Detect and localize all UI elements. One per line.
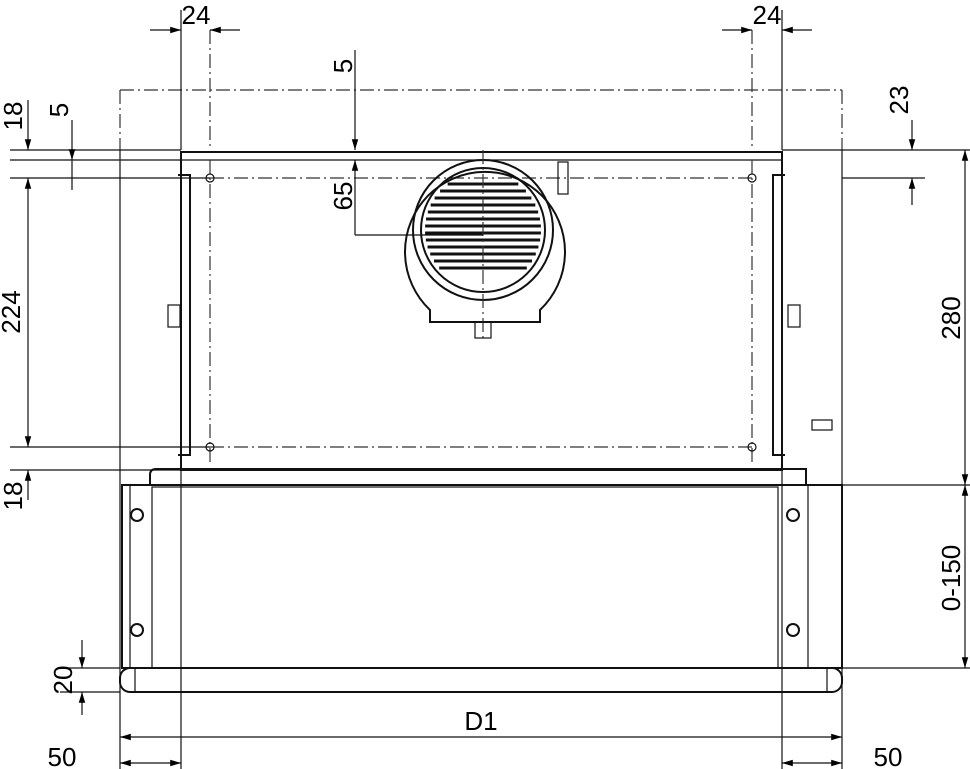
telescopic-drawer xyxy=(119,468,843,693)
dim-bottom-left-50: 50 xyxy=(48,742,77,769)
front-panel xyxy=(119,667,843,693)
fan-motor xyxy=(404,150,566,340)
dim-front-20: 20 xyxy=(48,666,78,695)
dim-left-top-18: 18 xyxy=(0,102,28,131)
dim-top-gap-5: 5 xyxy=(328,59,358,73)
dim-fan-65: 65 xyxy=(328,182,358,211)
dim-width-d1: D1 xyxy=(464,706,497,736)
dim-left-bottom-18: 18 xyxy=(0,482,28,511)
cabinet-outline xyxy=(119,30,843,150)
dim-right-top-23: 23 xyxy=(884,86,914,115)
dimension-lines xyxy=(10,10,970,769)
dim-bottom-right-50: 50 xyxy=(874,742,903,769)
dim-top-right-24: 24 xyxy=(753,0,782,30)
hood-body xyxy=(119,149,843,692)
dim-left-top-5: 5 xyxy=(44,103,74,117)
dim-left-224: 224 xyxy=(0,290,26,333)
dim-right-280: 280 xyxy=(936,296,966,339)
dim-top-left-24: 24 xyxy=(182,0,211,30)
dim-drawer-0-150: 0-150 xyxy=(936,545,966,612)
